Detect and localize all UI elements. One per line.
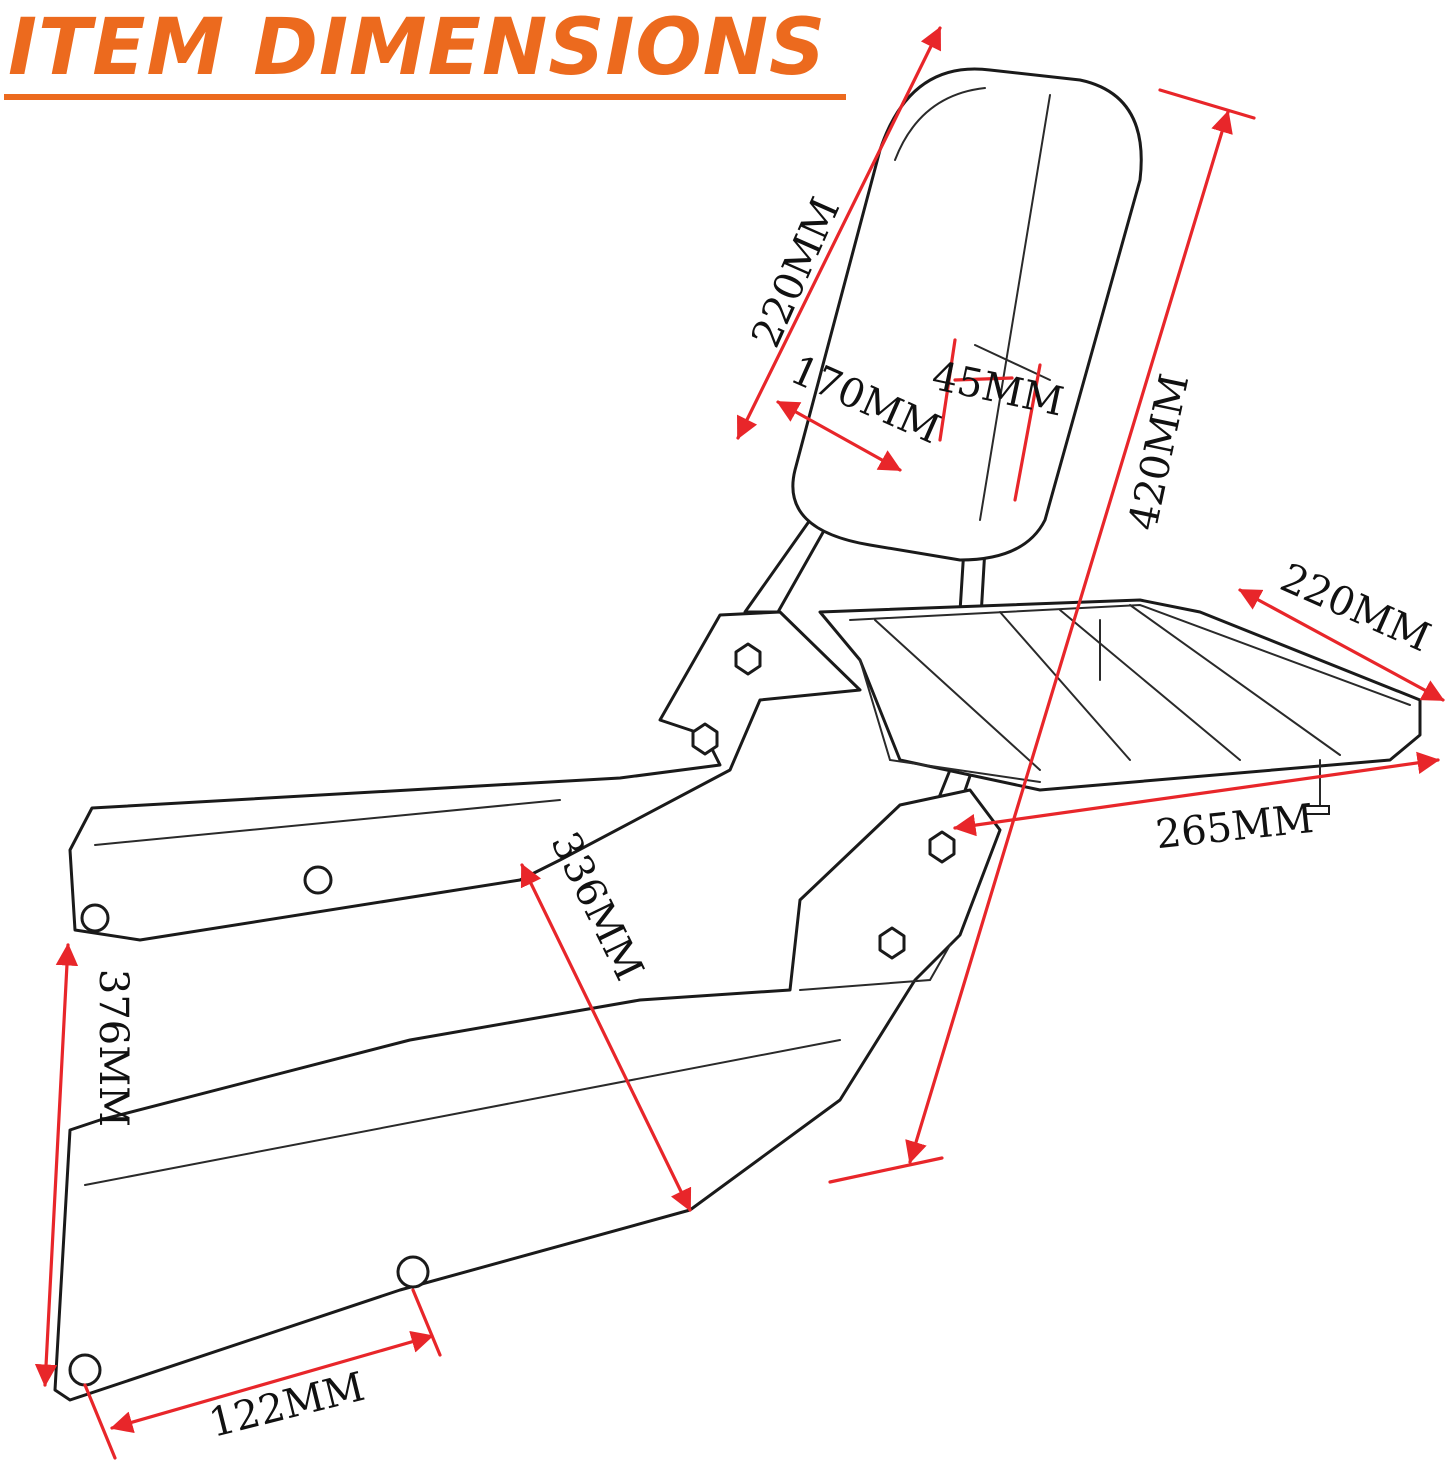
label-inner-height: 336MM bbox=[541, 825, 652, 987]
bolt-nut bbox=[734, 642, 762, 676]
bolt-nut bbox=[878, 926, 906, 960]
dimension-lines bbox=[34, 26, 1445, 1460]
bolt-nut bbox=[928, 830, 956, 864]
label-rack-width: 220MM bbox=[1274, 555, 1437, 661]
mount-hole bbox=[303, 865, 333, 895]
title-underline bbox=[4, 94, 846, 100]
mount-hole bbox=[80, 903, 110, 933]
label-overall-height: 420MM bbox=[1120, 370, 1198, 534]
page-title: ITEM DIMENSIONS bbox=[8, 3, 827, 93]
backrest-pad bbox=[791, 67, 1143, 562]
luggage-rack bbox=[818, 598, 1422, 815]
rear-side-plate bbox=[68, 610, 862, 942]
label-side-height: 376MM bbox=[90, 969, 136, 1127]
label-rack-length: 265MM bbox=[1154, 796, 1316, 858]
mount-hole bbox=[396, 1255, 430, 1289]
mount-hole bbox=[68, 1353, 102, 1387]
bolt-nut bbox=[691, 722, 719, 756]
